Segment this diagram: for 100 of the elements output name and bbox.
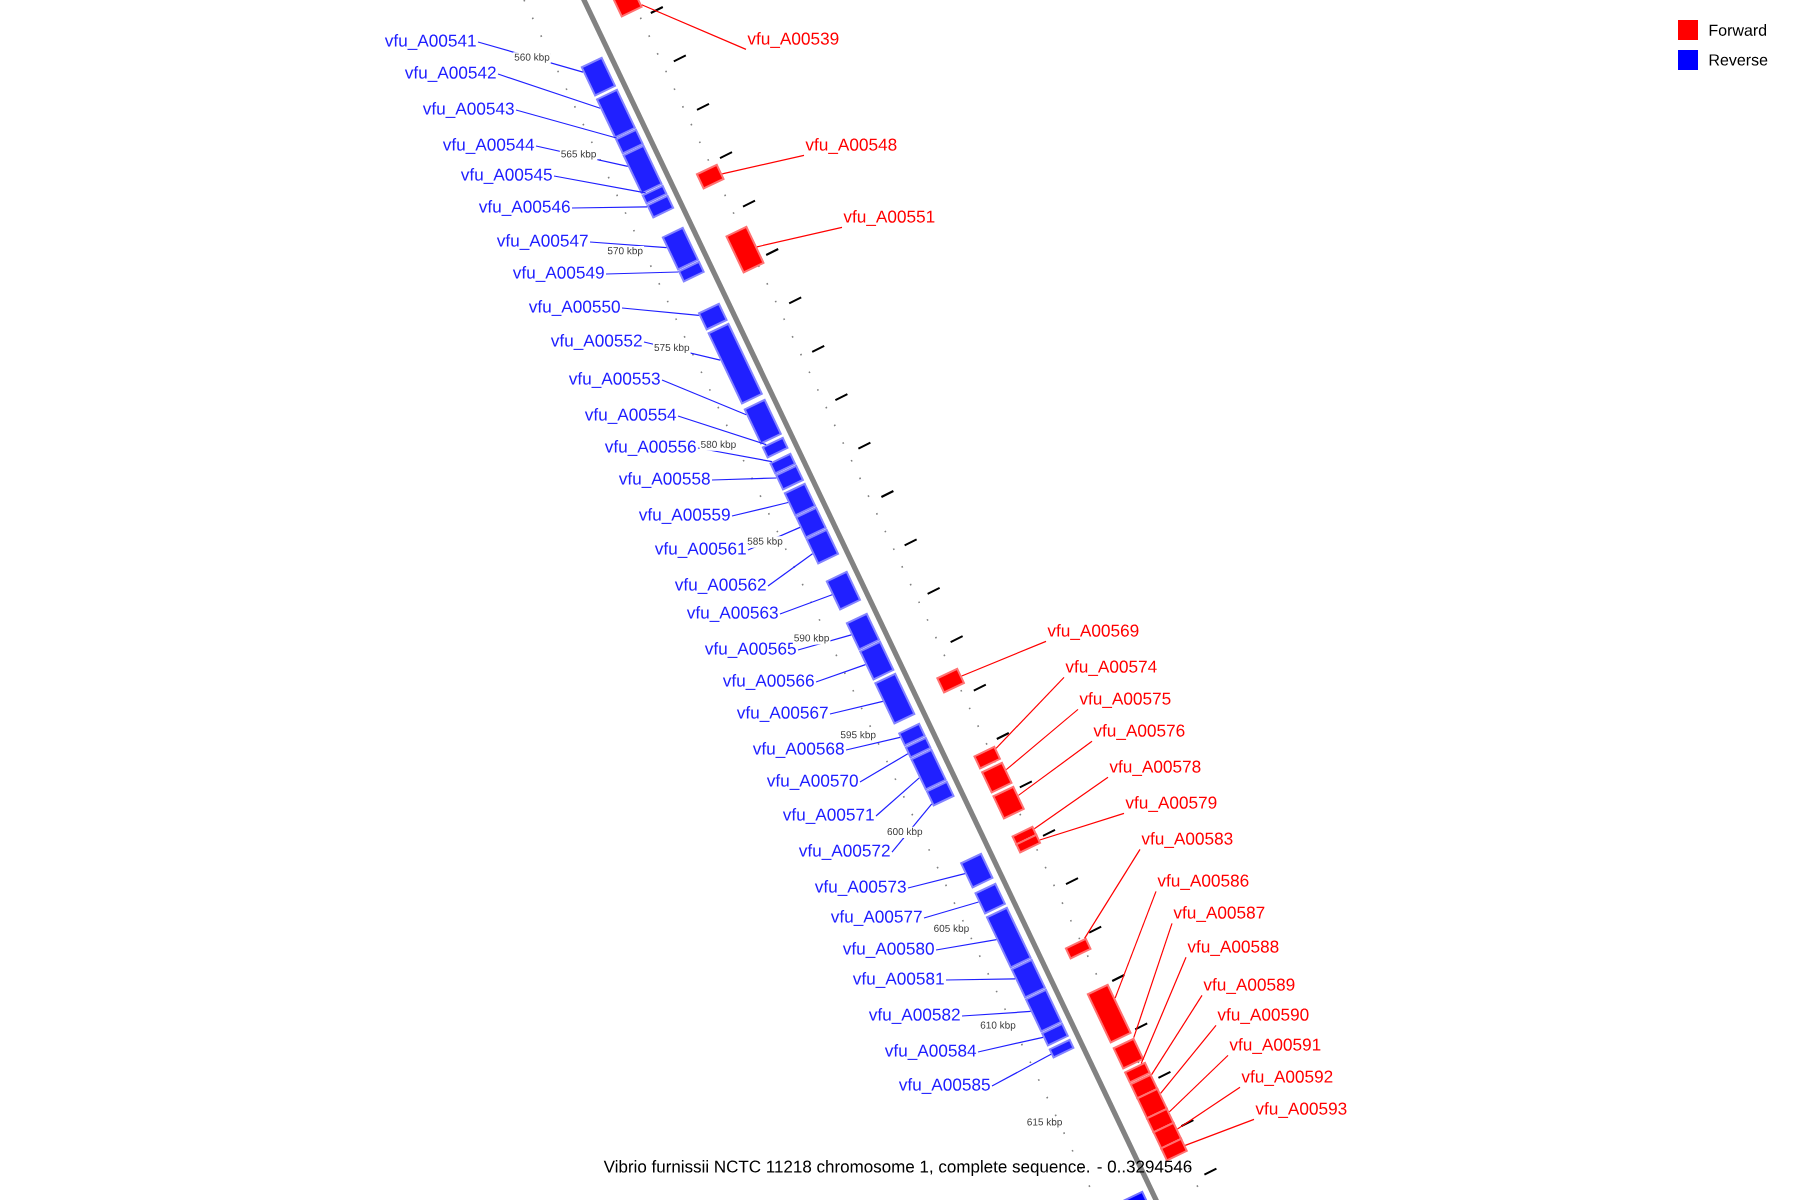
caption: Vibrio furnissii NCTC 11218 chromosome 1, complete sequence. - 0..3294546 bbox=[603, 1160, 1192, 1176]
leader-line bbox=[553, 175, 647, 194]
gene-label: vfu_A00565 bbox=[704, 642, 796, 658]
gene-block bbox=[1086, 983, 1132, 1044]
leader-line bbox=[697, 447, 773, 463]
leader-line bbox=[977, 1036, 1044, 1053]
gene-label: vfu_A00580 bbox=[842, 942, 934, 958]
leader-line bbox=[571, 206, 648, 209]
gene-label: vfu_A00559 bbox=[638, 508, 730, 524]
gene-label: vfu_A00589 bbox=[1203, 978, 1295, 994]
leader-line bbox=[641, 4, 747, 50]
gene-block bbox=[695, 163, 725, 190]
gene-label: vfu_A00563 bbox=[686, 606, 778, 622]
gene-label: vfu_A00590 bbox=[1217, 1008, 1309, 1024]
leader-line bbox=[961, 1010, 1032, 1017]
gene-block bbox=[1152, 1121, 1183, 1150]
gene-block bbox=[845, 612, 881, 651]
gene-label: vfu_A00570 bbox=[766, 774, 858, 790]
leader-line bbox=[945, 978, 1016, 981]
leader-line bbox=[1114, 890, 1157, 999]
leader-line bbox=[829, 700, 884, 715]
leader-line bbox=[1033, 776, 1109, 830]
gene-block bbox=[1064, 937, 1092, 960]
gene-block bbox=[646, 194, 675, 219]
gene-label: vfu_A00550 bbox=[528, 300, 620, 316]
gene-label: vfu_A00585 bbox=[898, 1078, 990, 1094]
gene-label: vfu_A00562 bbox=[674, 578, 766, 594]
leader-line bbox=[1017, 740, 1093, 796]
leader-line bbox=[875, 777, 920, 817]
leader-line bbox=[605, 271, 679, 275]
gene-label: vfu_A00578 bbox=[1109, 760, 1201, 776]
gene-label: vfu_A00567 bbox=[736, 706, 828, 722]
gene-label: vfu_A00593 bbox=[1255, 1102, 1347, 1118]
gene-block bbox=[858, 640, 895, 681]
gene-label: vfu_A00584 bbox=[884, 1044, 977, 1060]
gene-block bbox=[985, 906, 1032, 969]
leader-line bbox=[845, 736, 901, 751]
gene-label: vfu_A00574 bbox=[1065, 660, 1157, 676]
gene-block bbox=[805, 528, 840, 565]
gene-label: vfu_A00539 bbox=[747, 32, 839, 48]
gene-label: vfu_A00576 bbox=[1093, 724, 1185, 740]
legend-label: Forward bbox=[1709, 24, 1767, 36]
gene-label: vfu_A00556 bbox=[604, 440, 696, 456]
gene-block bbox=[980, 761, 1013, 794]
gene-label: vfu_A00582 bbox=[868, 1008, 960, 1024]
leader-line bbox=[661, 379, 747, 416]
leader-line bbox=[1133, 922, 1173, 1039]
gene-label: vfu_A00544 bbox=[442, 138, 535, 154]
gene-block bbox=[769, 452, 797, 475]
gene-label: vfu_A00588 bbox=[1187, 940, 1279, 956]
leader-line bbox=[797, 634, 852, 651]
leader-line bbox=[923, 901, 980, 919]
gene-label: vfu_A00587 bbox=[1173, 906, 1265, 922]
gene-label: vfu_A00575 bbox=[1079, 692, 1171, 708]
gene-label: vfu_A00566 bbox=[722, 674, 814, 690]
leader-line bbox=[1084, 848, 1141, 939]
gene-label: vfu_A00561 bbox=[654, 542, 746, 558]
gene-block bbox=[959, 852, 994, 889]
gene-label: vfu_A00541 bbox=[384, 34, 476, 50]
leader-line bbox=[677, 415, 767, 446]
leader-line bbox=[1151, 994, 1203, 1076]
gene-block bbox=[725, 225, 765, 274]
leader-line bbox=[859, 753, 909, 783]
leader-line bbox=[497, 73, 601, 109]
gene-block bbox=[641, 184, 668, 205]
gene-block bbox=[874, 672, 916, 725]
gene-block bbox=[1015, 833, 1042, 854]
gene-label: vfu_A00592 bbox=[1241, 1070, 1333, 1086]
leader-line bbox=[1039, 812, 1125, 841]
leader-line bbox=[515, 109, 618, 139]
gene-label: vfu_A00572 bbox=[798, 844, 890, 860]
gene-label: vfu_A00583 bbox=[1141, 832, 1233, 848]
gene-label: vfu_A00548 bbox=[805, 138, 897, 154]
gene-block bbox=[1048, 1038, 1075, 1059]
leader-line bbox=[767, 553, 814, 587]
leader-line bbox=[1168, 1054, 1229, 1113]
leader-line bbox=[815, 664, 867, 683]
gene-block bbox=[761, 436, 789, 459]
leader-line bbox=[1140, 956, 1187, 1065]
leader-line bbox=[935, 939, 998, 951]
leader-line bbox=[721, 154, 805, 175]
leader-line bbox=[1005, 708, 1079, 771]
gene-label: vfu_A00569 bbox=[1047, 624, 1139, 640]
leader-line bbox=[756, 226, 843, 248]
leader-line bbox=[1160, 1024, 1217, 1094]
gene-label: vfu_A00581 bbox=[852, 972, 944, 988]
leader-line bbox=[1184, 1118, 1255, 1146]
gene-block bbox=[925, 780, 955, 807]
leader-line bbox=[589, 241, 668, 249]
gene-block bbox=[607, 0, 643, 18]
gene-label: vfu_A00577 bbox=[830, 910, 922, 926]
gene-label: vfu_A00545 bbox=[460, 168, 552, 184]
leader-line bbox=[891, 803, 933, 853]
leader-line bbox=[731, 501, 789, 517]
leader-line bbox=[1176, 1086, 1241, 1130]
gene-label: vfu_A00571 bbox=[782, 808, 874, 824]
leader-line bbox=[779, 594, 833, 615]
gene-label: vfu_A00553 bbox=[568, 372, 660, 388]
leader-line bbox=[621, 307, 700, 316]
leader-line bbox=[961, 640, 1047, 677]
